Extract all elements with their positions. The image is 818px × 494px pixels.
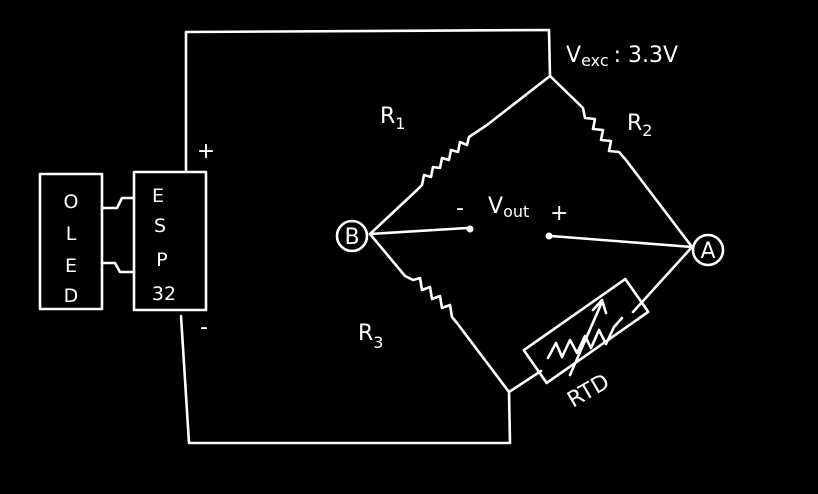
oled-letter-o: O [64,191,79,213]
esp-letter-e: E [152,185,164,207]
vout-letter: V [488,194,503,219]
node-a-circle [691,233,725,267]
rtd-box [522,277,650,385]
r3-label: R3 [358,321,383,352]
esp-letter-p: P [156,249,167,271]
excitation-subscript: exc [581,51,609,70]
vout-minus-sign: - [456,196,464,221]
vout-terminal-plus [545,232,553,240]
vout-probe-plus [549,234,694,249]
supply-wire-top [184,28,552,172]
r2-label: R2 [627,111,652,140]
oled-esp-wire-2 [100,261,136,274]
oled-letter-e: E [65,255,77,277]
vout-plus-sign: + [550,201,568,226]
rtd-leg [507,245,694,394]
r3-letter: R [358,321,373,346]
node-b-circle [335,219,369,253]
excitation-value: : 3.3V [614,43,678,68]
r2-letter: R [627,111,642,136]
oled-module [38,172,104,311]
r2-subscript: 2 [642,121,652,140]
vout-subscript: out [503,202,529,221]
r1-label: R1 [380,104,405,133]
r1-subscript: 1 [395,114,405,133]
node-a-label: A [700,239,715,264]
rtd-resistor-zigzag [546,316,624,360]
oled-letter-d: D [64,285,79,307]
resistor-r3 [368,232,511,394]
oled-esp-wire-1 [100,196,136,210]
resistor-r2 [548,74,694,249]
esp-letter-s: S [154,215,166,237]
vout-terminal-minus [466,225,474,233]
r1-letter: R [380,104,395,129]
node-b-label: B [344,225,359,250]
esp-plus-terminal: + [197,139,215,164]
resistor-r1 [368,74,552,236]
ground-wire-bottom [179,314,512,445]
excitation-label: Vexc : 3.3V [566,43,678,70]
r3-subscript: 3 [373,333,383,352]
esp-minus-terminal: - [200,315,208,340]
excitation-v: V [566,43,581,68]
rtd-label: RTD [563,369,614,413]
rtd-variable-arrow [568,298,608,377]
esp32-module [132,170,208,312]
esp-label-32: 32 [152,283,176,305]
vout-label: Vout [488,194,529,221]
vout-probe-minus [368,226,469,236]
oled-letter-l: L [66,223,77,245]
